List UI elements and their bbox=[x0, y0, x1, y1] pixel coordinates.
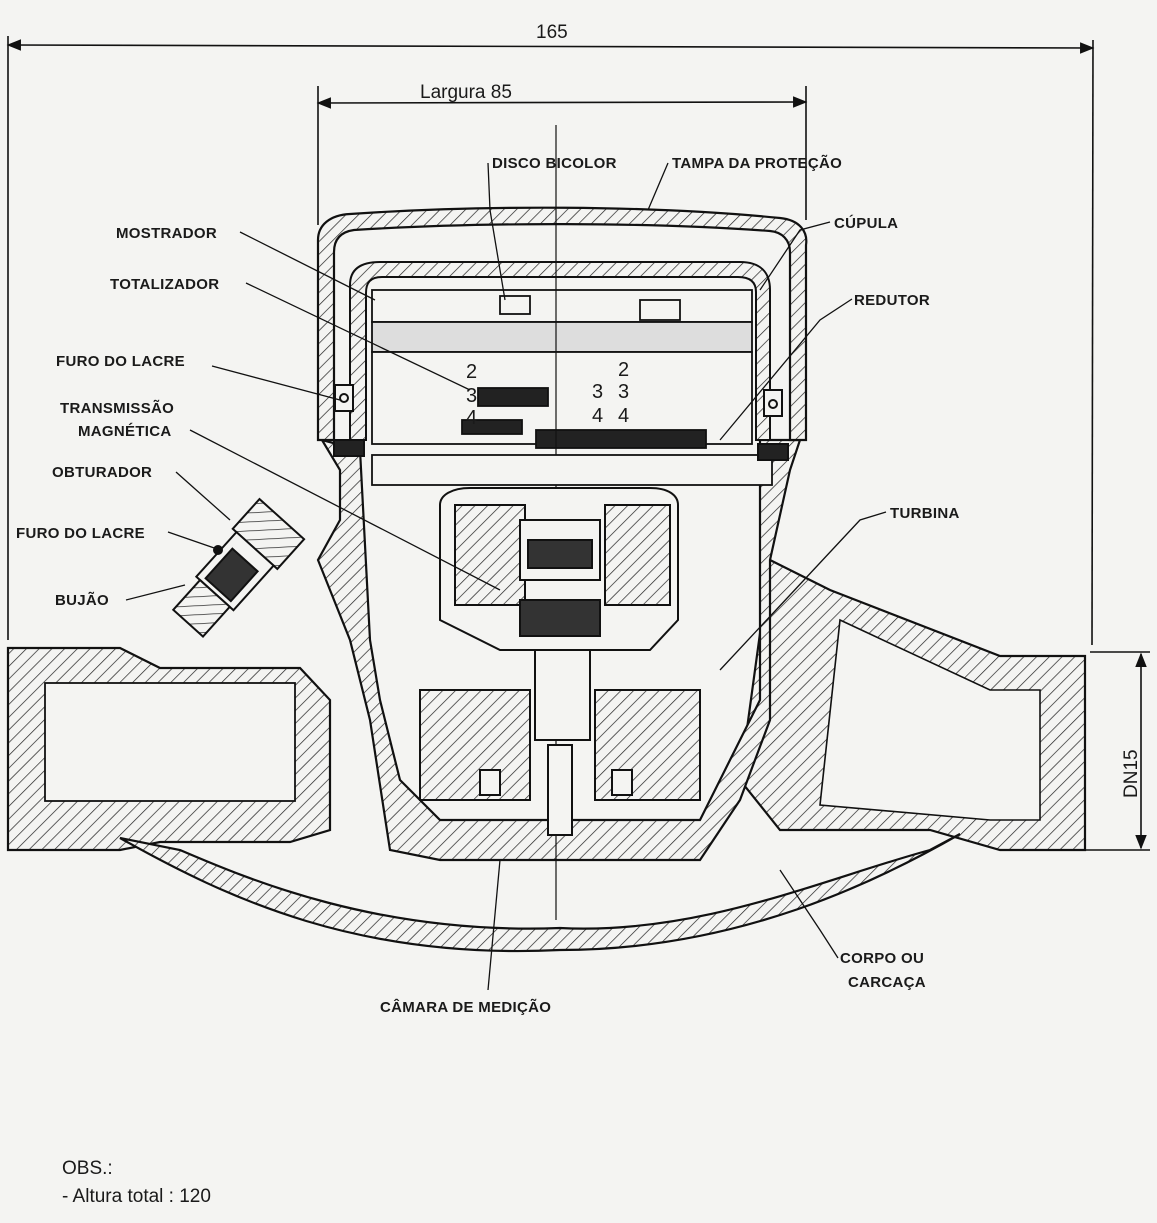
casing-bottom bbox=[119, 833, 961, 953]
label-obturador: OBTURADOR bbox=[52, 464, 152, 481]
casing-center bbox=[316, 438, 802, 862]
plug-assembly bbox=[171, 497, 306, 638]
label-tampa: TAMPA DA PROTEÇÃO bbox=[672, 154, 842, 172]
label-transmissao: TRANSMISSÃO bbox=[60, 399, 174, 417]
label-bujao: BUJÃO bbox=[55, 591, 109, 609]
label-furo-lacre-1: FURO DO LACRE bbox=[56, 353, 185, 370]
dome-cupula bbox=[349, 261, 771, 441]
label-corpo: CORPO OU bbox=[840, 950, 924, 967]
dimension-pipe-size bbox=[1085, 651, 1150, 851]
inlet-screen bbox=[44, 682, 296, 802]
label-totalizador: TOTALIZADOR bbox=[110, 276, 219, 293]
label-magnetica: MAGNÉTICA bbox=[78, 423, 172, 440]
notes-title: OBS.: bbox=[62, 1158, 113, 1179]
digit: 4 bbox=[592, 405, 603, 427]
overall-length-label: 165 bbox=[536, 22, 568, 43]
pipe-size-label: DN15 bbox=[1121, 749, 1142, 798]
seal-holes bbox=[333, 384, 789, 461]
dimension-width bbox=[316, 86, 808, 225]
label-disco-bicolor: DISCO BICOLOR bbox=[492, 155, 617, 172]
label-mostrador: MOSTRADOR bbox=[116, 225, 217, 242]
digit: 4 bbox=[618, 405, 629, 427]
protection-cap bbox=[316, 206, 808, 442]
label-cupula: CÚPULA bbox=[834, 214, 898, 232]
turbine bbox=[419, 649, 701, 836]
digit: 3 bbox=[466, 385, 477, 407]
magnetic-transmission bbox=[439, 487, 679, 651]
digit: 3 bbox=[592, 381, 603, 403]
label-camara: CÂMARA DE MEDIÇÃO bbox=[380, 998, 551, 1016]
label-turbina: TURBINA bbox=[890, 505, 960, 522]
digit: 2 bbox=[618, 359, 629, 381]
meter-body bbox=[6, 438, 1087, 953]
digit: 4 bbox=[466, 407, 477, 429]
notes-height: - Altura total : 120 bbox=[62, 1186, 211, 1207]
label-redutor: REDUTOR bbox=[854, 292, 930, 309]
width-label: Largura 85 bbox=[420, 82, 512, 103]
dimension-overall-length bbox=[6, 36, 1095, 646]
register-digits: 2 3 4 3 4 2 3 4 bbox=[466, 359, 629, 429]
register bbox=[371, 125, 773, 920]
digit: 2 bbox=[466, 361, 477, 383]
digit: 3 bbox=[618, 381, 629, 403]
label-carcaca: CARCAÇA bbox=[848, 974, 926, 991]
leader-lines bbox=[125, 162, 887, 991]
label-furo-lacre-2: FURO DO LACRE bbox=[16, 525, 145, 542]
